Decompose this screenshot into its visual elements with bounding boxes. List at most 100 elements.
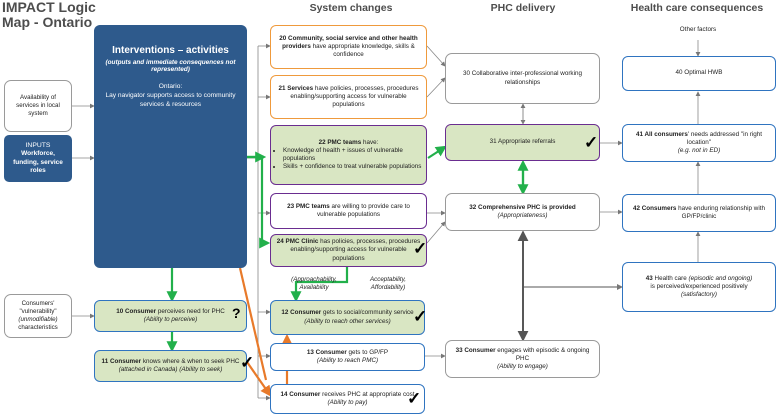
box-23: 23 PMC teams are willing to provide care… <box>270 193 427 229</box>
box-21: 21 Services have policies, processes, pr… <box>270 75 427 119</box>
dimensions-right: Acceptability, Affordability) <box>350 276 426 292</box>
availability-text: Availability of services in local system <box>16 93 60 118</box>
box-33-title: 33 Consumer <box>455 346 496 354</box>
box-42-title: 42 Consumers <box>633 204 677 212</box>
box-11-em: (attached in Canada) (Ability to seek) <box>118 366 223 373</box>
box-33-text: engages with episodic & ongoing PHC <box>497 346 590 362</box>
box-11-text: knows where & when to seek PHC <box>142 357 240 365</box>
box-22-bullet-2: Skills + confidence to treat vulnerable … <box>283 163 422 171</box>
dimensions-left: (Approachability, Availability <box>276 276 352 292</box>
box-33-em: (Ability to engage) <box>497 363 548 371</box>
box-42-text: have enduring relationship with GP/FP/cl… <box>678 204 765 220</box>
question-mark-10: ? <box>232 305 241 321</box>
box-33: 33 Consumer engages with episodic & ongo… <box>445 340 600 378</box>
vulnerability-text: Consumers' "vulnerability" <box>19 299 57 315</box>
box-10-text: perceives need for PHC <box>157 307 225 315</box>
box-41-title: 41 All consumers <box>635 130 688 138</box>
box-32: 32 Comprehensive PHC is provided (Approp… <box>445 193 600 231</box>
dimension-acceptability: Acceptability, <box>370 276 406 283</box>
interventions-ontario: Ontario: <box>158 83 183 90</box>
box-31-text: 31 Appropriate referrals <box>489 138 556 146</box>
box-13-title: 13 Consumer <box>306 348 347 356</box>
other-factors-label: Other factors <box>679 26 717 33</box>
box-13-em: (Ability to reach PMC) <box>316 357 379 364</box>
box-13-text: gets to GP/FP <box>348 348 389 356</box>
box-10-title: 10 Consumer <box>116 307 157 315</box>
box-13: 13 Consumer gets to GP/FP (Ability to re… <box>270 343 425 371</box>
box-23-title: 23 PMC teams <box>287 202 330 210</box>
box-41: 41 All consumers' needs addressed "in ri… <box>622 124 776 162</box>
green-arrow-24 <box>247 155 271 249</box>
availability-box: Availability of services in local system <box>4 80 72 132</box>
box-22-bullet-1: Knowledge of health + issues of vulnerab… <box>283 147 422 163</box>
box-12: 12 Consumer gets to social/community ser… <box>270 300 425 335</box>
box-10-em: (Ability to perceive) <box>143 316 198 323</box>
box-43-em-2: (satisfactory) <box>680 291 718 299</box>
box-10: 10 Consumer perceives need for PHC (Abil… <box>94 300 247 332</box>
inputs-text: Workforce, funding, service roles <box>13 150 63 174</box>
box-32-title: 32 Comprehensive PHC is provided <box>469 203 576 211</box>
box-30-text: 30 Collaborative inter-professional work… <box>462 70 582 86</box>
box-23-text: are willing to provide care to vulnerabl… <box>316 202 410 218</box>
column-heading-health-care-consequences: Health care consequences <box>630 2 764 14</box>
interventions-text: Lay navigator supports access to communi… <box>105 92 236 108</box>
box-22-text: have: <box>363 138 379 146</box>
box-11-title: 11 Consumer <box>101 357 142 365</box>
interventions-subtitle: (outputs and immediate consequences not … <box>105 59 236 73</box>
box-22: 22 PMC teams have: Knowledge of health +… <box>270 125 427 185</box>
box-24-text: has policies, processes, procedures enab… <box>290 238 421 262</box>
page-title: IMPACT Logic Map - Ontario <box>2 0 122 29</box>
box-22-title: 22 PMC teams <box>318 138 362 146</box>
box-20-title: 20 Community, social service and other h… <box>279 34 418 50</box>
box-21-text: have policies, processes, procedures ena… <box>290 84 419 109</box>
box-43-text-2: is perceived/experienced positively <box>650 282 748 290</box>
column-heading-system-changes: System changes <box>309 2 393 14</box>
orange-arrow-interventions-13 <box>238 267 268 381</box>
check-24: ✓ <box>413 239 428 258</box>
interventions-title: Interventions – activities <box>112 45 229 56</box>
box-40: 40 Optimal HWB <box>622 56 776 91</box>
box-43: 43 Health care (episodic and ongoing) is… <box>622 262 776 312</box>
dimension-affordability: Affordability) <box>370 284 406 292</box>
box-42: 42 Consumers have enduring relationship … <box>622 194 776 232</box>
box-40-text: 40 Optimal HWB <box>675 69 723 77</box>
box-12-title: 12 Consumer <box>281 309 322 317</box>
box-24: 24 PMC Clinic has policies, processes, p… <box>270 234 427 267</box>
box-43-title: 43 <box>645 274 653 282</box>
box-14: 14 Consumer receives PHC at appropriate … <box>270 384 425 414</box>
box-30: 30 Collaborative inter-professional work… <box>445 53 600 104</box>
box-41-em: (e.g. not in ED) <box>677 147 721 155</box>
box-12-em: (Ability to reach other services) <box>304 317 391 325</box>
check-31: ✓ <box>584 133 599 152</box>
inputs-title: INPUTS <box>25 141 51 149</box>
box-11: 11 Consumer knows where & when to seek P… <box>94 350 247 382</box>
check-12: ✓ <box>413 307 428 326</box>
box-41-text: ' needs addressed "in right location" <box>687 130 763 146</box>
title-line-2: Map - Ontario <box>2 13 93 30</box>
box-14-title: 14 Consumer <box>280 390 321 398</box>
box-20: 20 Community, social service and other h… <box>270 25 427 69</box>
title-line-1: IMPACT Logic <box>2 0 96 15</box>
check-14: ✓ <box>407 389 422 408</box>
box-12-text: gets to social/community service <box>323 309 414 317</box>
box-21-title: 21 Services <box>278 84 314 92</box>
box-14-em: (Ability to pay) <box>327 399 368 406</box>
box-32-em: (Appropriateness) <box>497 212 548 219</box>
dimension-availability: Availability <box>299 284 329 292</box>
box-43-text: Health care <box>654 274 687 282</box>
vulnerability-post: characteristics <box>18 324 58 332</box>
green-arrow-31 <box>427 145 447 159</box>
box-43-em-1: (episodic and ongoing) <box>688 274 753 282</box>
box-20-text: have appropriate knowledge, skills & con… <box>312 42 415 59</box>
column-heading-phc-delivery: PHC delivery <box>490 2 556 14</box>
box-24-title: 24 PMC Clinic <box>276 238 319 246</box>
inputs-box: INPUTS Workforce, funding, service roles <box>4 135 72 182</box>
check-11: ✓ <box>240 353 255 372</box>
vulnerability-box: Consumers' "vulnerability" (unmodifiable… <box>4 294 72 338</box>
bracket-system <box>247 46 259 398</box>
vulnerability-em: (unmodifiable) <box>18 316 58 323</box>
orange-arrow-11-14 <box>246 361 272 397</box>
box-31: 31 Appropriate referrals <box>445 124 600 161</box>
box-14-text: receives PHC at appropriate cost <box>322 390 415 398</box>
interventions-box: Interventions – activities (outputs and … <box>94 25 247 268</box>
